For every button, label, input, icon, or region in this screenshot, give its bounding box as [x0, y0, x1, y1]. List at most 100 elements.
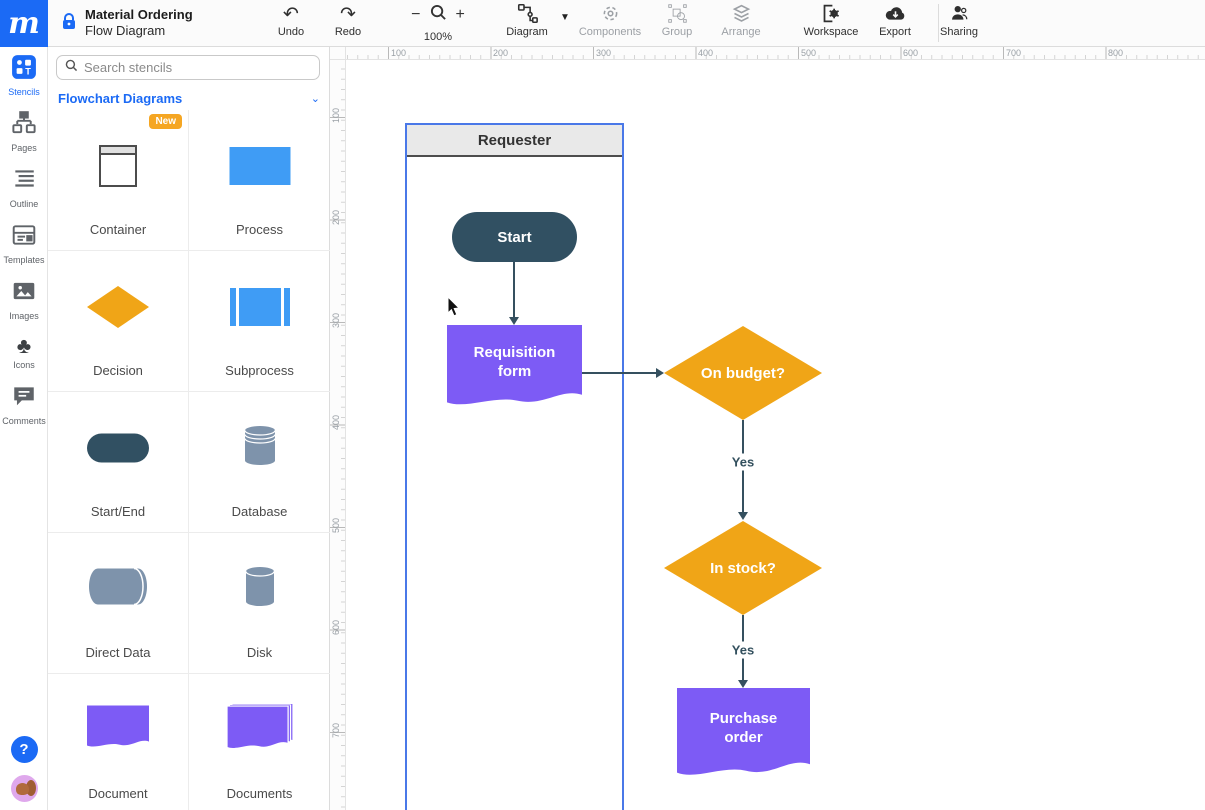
stencil-decision[interactable]: Decision: [48, 251, 189, 392]
zoom-level[interactable]: 100%: [423, 31, 453, 43]
document-subtitle: Flow Diagram: [85, 23, 166, 38]
edge-requisition-to-onbudget[interactable]: [582, 372, 656, 374]
node-start[interactable]: Start: [452, 212, 577, 262]
stencil-grid: New Container Process Decision Subproces…: [48, 110, 330, 810]
document-shape: [677, 688, 810, 775]
components-icon: [570, 3, 650, 27]
stencil-documents[interactable]: Documents: [189, 674, 330, 810]
left-rail: T Stencils Pages Outline Templates: [0, 47, 48, 810]
zoom-controls: − + 100%: [400, 3, 476, 45]
node-requisition-form[interactable]: Requisition form: [447, 325, 582, 410]
node-in-stock[interactable]: In stock?: [664, 521, 822, 615]
arrowhead-down-icon: [738, 680, 748, 688]
document-title: Material Ordering: [85, 7, 193, 22]
container-shape-icon: [99, 145, 137, 187]
stencil-search[interactable]: [56, 55, 320, 80]
chevron-down-icon: ⌄: [310, 92, 320, 105]
group-button[interactable]: Group: [652, 3, 702, 38]
node-on-budget[interactable]: On budget?: [664, 326, 822, 420]
document-title-block[interactable]: Material Ordering Flow Diagram: [85, 7, 193, 39]
stencil-category-header[interactable]: Flowchart Diagrams ⌄: [58, 90, 320, 106]
diagram-dropdown-caret[interactable]: ▼: [560, 12, 570, 23]
direct-data-shape-icon: [89, 567, 147, 610]
svg-text:T: T: [25, 66, 31, 76]
comments-icon: [11, 387, 37, 413]
stencil-disk[interactable]: Disk: [189, 533, 330, 674]
vertical-ruler: 100 200 300 400 500 600 700: [330, 60, 346, 810]
start-end-shape-icon: [87, 433, 149, 463]
workspace-button[interactable]: Workspace: [796, 3, 866, 38]
mouse-cursor: [447, 295, 463, 323]
redo-button[interactable]: ↷ Redo: [325, 3, 371, 38]
canvas-viewport[interactable]: 100 200 300 400 500 600 700 800 100 200 …: [330, 47, 1205, 810]
process-shape-icon: [229, 147, 290, 185]
templates-icon: [11, 225, 37, 252]
club-icon: ♣: [16, 333, 32, 358]
edge-start-to-requisition[interactable]: [513, 262, 515, 317]
export-button[interactable]: Export: [870, 3, 920, 38]
sidebar-item-images[interactable]: Images: [0, 271, 48, 327]
swimlane-header[interactable]: Requester: [407, 125, 622, 157]
disk-shape-icon: [244, 567, 275, 612]
toolbar-divider: [938, 4, 939, 42]
arrange-icon: [712, 3, 770, 27]
stencil-process[interactable]: Process: [189, 110, 330, 251]
top-toolbar: m Material Ordering Flow Diagram ↶ Undo …: [0, 0, 1205, 47]
stencil-start-end[interactable]: Start/End: [48, 392, 189, 533]
stencils-icon: T: [11, 55, 37, 84]
images-icon: [11, 282, 37, 308]
stencils-panel: Flowchart Diagrams ⌄ New Container Proce…: [48, 47, 330, 810]
sidebar-item-templates[interactable]: Templates: [0, 215, 48, 271]
arrowhead-right-icon: [656, 368, 664, 378]
diagram-icon: [498, 3, 556, 27]
redo-icon: ↷: [340, 4, 356, 25]
new-badge: New: [149, 114, 182, 129]
outline-icon: [11, 170, 37, 196]
diagram-menu-button[interactable]: Diagram: [498, 3, 556, 38]
ruler-corner: [330, 47, 346, 60]
stencil-document[interactable]: Document: [48, 674, 189, 810]
export-cloud-icon: [870, 3, 920, 27]
database-shape-icon: [243, 426, 276, 471]
stencil-container[interactable]: New Container: [48, 110, 189, 251]
avatar-squirrel-tail: [25, 780, 36, 796]
sidebar-item-icons[interactable]: ♣ Icons: [0, 327, 48, 376]
zoom-in-button[interactable]: +: [455, 6, 465, 23]
sidebar-item-stencils[interactable]: T Stencils: [0, 47, 48, 103]
search-input[interactable]: [84, 60, 311, 75]
stencil-database[interactable]: Database: [189, 392, 330, 533]
arrange-button[interactable]: Arrange: [712, 3, 770, 38]
zoom-out-button[interactable]: −: [411, 6, 421, 23]
search-icon: [65, 59, 78, 77]
document-shape: [447, 325, 582, 405]
horizontal-ruler: 100 200 300 400 500 600 700 800: [346, 47, 1205, 60]
document-shape-icon: [87, 705, 149, 755]
sharing-person-icon: [930, 3, 988, 27]
edge-label-yes-2[interactable]: Yes: [728, 641, 758, 659]
arrowhead-down-icon: [738, 512, 748, 520]
app-logo[interactable]: m: [0, 0, 48, 47]
edge-label-yes-1[interactable]: Yes: [728, 453, 758, 471]
user-avatar[interactable]: [10, 775, 38, 802]
undo-button[interactable]: ↶ Undo: [268, 3, 314, 38]
documents-shape-icon: [225, 703, 294, 757]
workspace-gear-icon: [796, 3, 866, 27]
sidebar-item-pages[interactable]: Pages: [0, 103, 48, 159]
help-button[interactable]: ?: [10, 736, 38, 763]
sidebar-item-outline[interactable]: Outline: [0, 159, 48, 215]
pages-icon: [11, 111, 37, 140]
sharing-button[interactable]: Sharing: [930, 3, 988, 38]
lock-icon[interactable]: [62, 13, 76, 35]
undo-icon: ↶: [283, 4, 299, 25]
subprocess-shape-icon: [229, 288, 290, 326]
group-icon: [652, 3, 702, 27]
stencil-subprocess[interactable]: Subprocess: [189, 251, 330, 392]
avatar-squirrel-head: [15, 783, 29, 795]
stencil-direct-data[interactable]: Direct Data: [48, 533, 189, 674]
arrowhead-down-icon: [509, 317, 519, 325]
components-button[interactable]: Components: [570, 3, 650, 38]
node-purchase-order[interactable]: Purchase order: [677, 688, 810, 781]
magnifier-icon[interactable]: [430, 4, 447, 26]
sidebar-item-comments[interactable]: Comments: [0, 376, 48, 432]
